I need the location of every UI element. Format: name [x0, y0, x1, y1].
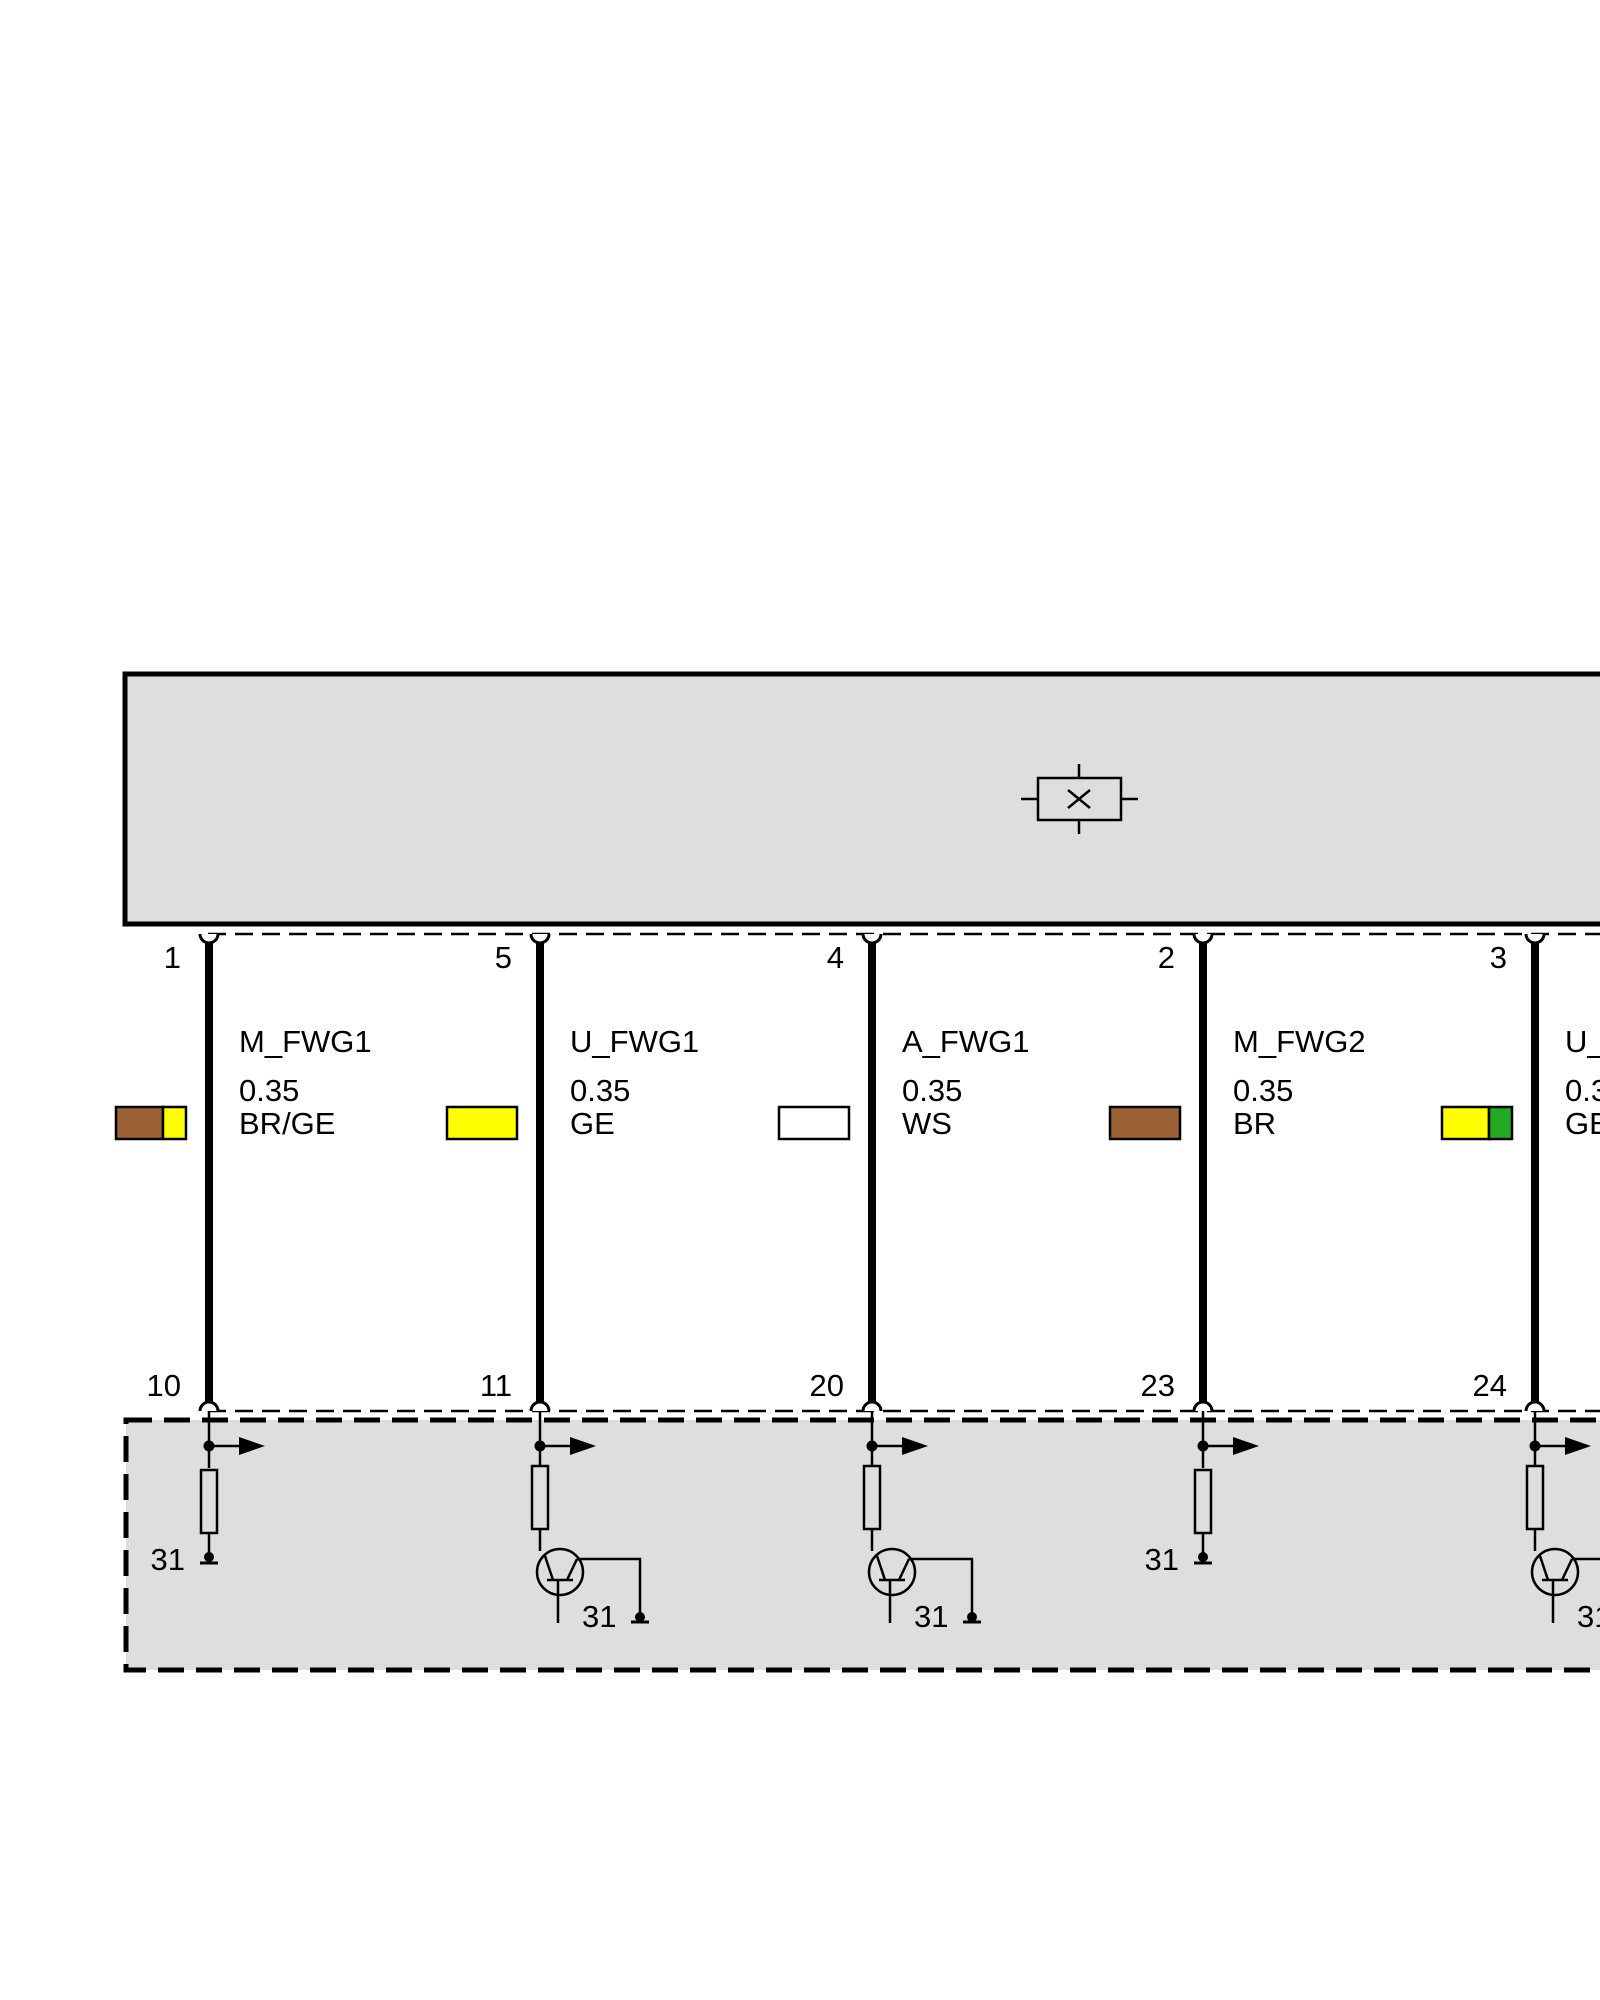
transistor-icon [867, 1547, 917, 1597]
pin-bottom [198, 1400, 220, 1412]
swatch-yellow [445, 1105, 519, 1141]
signal-arrow-icon [239, 1437, 265, 1455]
resistor-icon [862, 1464, 882, 1531]
wire-color-swatch [445, 1105, 519, 1141]
pin-top [529, 933, 551, 945]
wire-gauge: 0.35 [570, 1073, 630, 1108]
transistor-collector [875, 1555, 887, 1581]
internal-circuit: 31 [151, 1411, 265, 1577]
swatch-green [1487, 1105, 1514, 1141]
ground-wire [909, 1557, 974, 1617]
wire-gauge: 0.35 [1233, 1073, 1293, 1108]
signal-arrow-icon [1233, 1437, 1259, 1455]
top-pin-number: 4 [827, 940, 844, 975]
ground-label: 31 [914, 1599, 948, 1634]
wire-layer: 110M_FWG10.35BR/GE31511U_FWG10.35GE31420… [114, 933, 1600, 1634]
swatch-brown [114, 1105, 165, 1141]
ground-wire [1572, 1557, 1600, 1561]
wire-color-swatch [114, 1105, 188, 1141]
transistor-icon [1530, 1547, 1580, 1597]
transistor-emitter [1560, 1558, 1574, 1581]
swatch-brown [1108, 1105, 1182, 1141]
pin-top [198, 933, 220, 945]
ground-dot [1198, 1552, 1208, 1562]
wire-color-swatch [777, 1105, 851, 1141]
pin-top [1192, 933, 1214, 945]
signal-name: U_ [1565, 1024, 1600, 1059]
wire-color-code: BR/GE [239, 1106, 335, 1141]
wire-color-code: BR [1233, 1106, 1276, 1141]
transistor-icon [535, 1547, 585, 1597]
signal-name: A_FWG1 [902, 1024, 1029, 1059]
bottom-pin-number: 10 [147, 1368, 181, 1403]
top-pin-number: 2 [1158, 940, 1175, 975]
swatch-yellow [1440, 1105, 1491, 1141]
wire-color-code: GE [570, 1106, 615, 1141]
wire-u-: 3 24 U_ 0.3GE 31 [1440, 933, 1600, 1634]
internal-circuit: 31 [862, 1411, 981, 1634]
ground-dot [967, 1612, 977, 1622]
wire-gauge: 0.35 [902, 1073, 962, 1108]
swatch-white [777, 1105, 851, 1141]
internal-circuit: 31 [530, 1411, 649, 1634]
resistor-icon [1525, 1464, 1545, 1531]
signal-name: U_FWG1 [570, 1024, 699, 1059]
bottom-pin-number: 20 [810, 1368, 844, 1403]
resistor-icon [530, 1464, 550, 1531]
signal-name: M_FWG1 [239, 1024, 372, 1059]
bottom-pin-number: 23 [1141, 1368, 1175, 1403]
ground-wire [577, 1557, 642, 1617]
ground-label: 31 [582, 1599, 616, 1634]
swatch-yellow [161, 1105, 188, 1141]
signal-arrow-icon [1565, 1437, 1591, 1455]
wire-gauge: 0.3 [1565, 1073, 1600, 1108]
ground-label: 31 [1145, 1542, 1179, 1577]
pin-bottom [1192, 1400, 1214, 1412]
bottom-pin-number: 11 [480, 1368, 512, 1403]
ground-label: 31 [1577, 1599, 1600, 1634]
top-pin-number: 3 [1490, 940, 1507, 975]
ground-label: 31 [151, 1542, 185, 1577]
bottom-pin-number: 24 [1473, 1368, 1507, 1403]
wire-color-swatch [1108, 1105, 1182, 1141]
wire-gauge: 0.35 [239, 1073, 299, 1108]
top-pin-number: 1 [164, 940, 181, 975]
pin-bottom [529, 1400, 551, 1412]
transistor-emitter [897, 1558, 911, 1581]
ground-dot [635, 1612, 645, 1622]
lower-component-box [123, 1417, 1600, 1673]
resistor-icon [199, 1468, 219, 1535]
internal-circuit: 31 [1525, 1411, 1600, 1634]
transistor-collector [1538, 1555, 1550, 1581]
upper-component-box [122, 671, 1600, 927]
signal-arrow-icon [902, 1437, 928, 1455]
signal-name: M_FWG2 [1233, 1024, 1366, 1059]
pin-bottom [861, 1400, 883, 1412]
wire-color-code: GE [1565, 1106, 1600, 1141]
internal-circuit: 31 [1145, 1411, 1259, 1577]
transistor-collector [543, 1555, 555, 1581]
pin-top [861, 933, 883, 945]
ground-dot [204, 1552, 214, 1562]
wire-color-swatch [1440, 1105, 1514, 1141]
top-pin-number: 5 [495, 940, 512, 975]
signal-arrow-icon [570, 1437, 596, 1455]
pin-top [1524, 933, 1546, 945]
pin-bottom [1524, 1400, 1546, 1412]
resistor-box-icon [1021, 764, 1138, 834]
wire-color-code: WS [902, 1106, 952, 1141]
transistor-emitter [565, 1558, 579, 1581]
resistor-icon [1193, 1468, 1213, 1535]
